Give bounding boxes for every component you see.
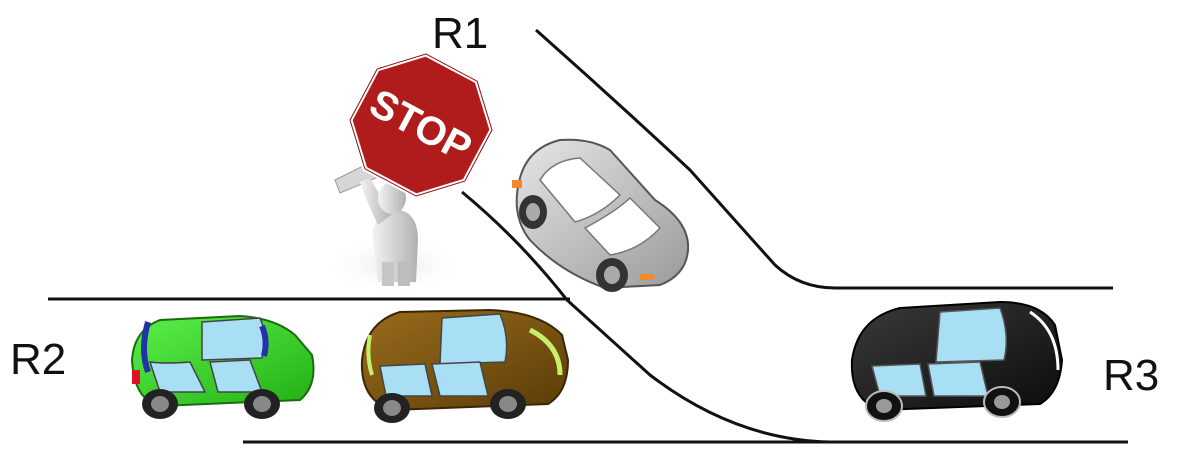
- brown-car: [360, 308, 570, 423]
- black-car: [850, 300, 1064, 422]
- road-lines: [48, 28, 1128, 444]
- road-label-r3: R3: [1103, 351, 1159, 400]
- road-label-r1: R1: [432, 9, 488, 58]
- road-label-r2: R2: [10, 335, 66, 384]
- r1-left-edge: [461, 190, 831, 444]
- gray-car: [512, 138, 690, 292]
- stop-sign-icon: STOP: [347, 51, 495, 199]
- r1-right-edge: [535, 28, 1113, 290]
- green-car: [130, 314, 315, 419]
- person-holding-stop-sign-icon: [325, 149, 465, 295]
